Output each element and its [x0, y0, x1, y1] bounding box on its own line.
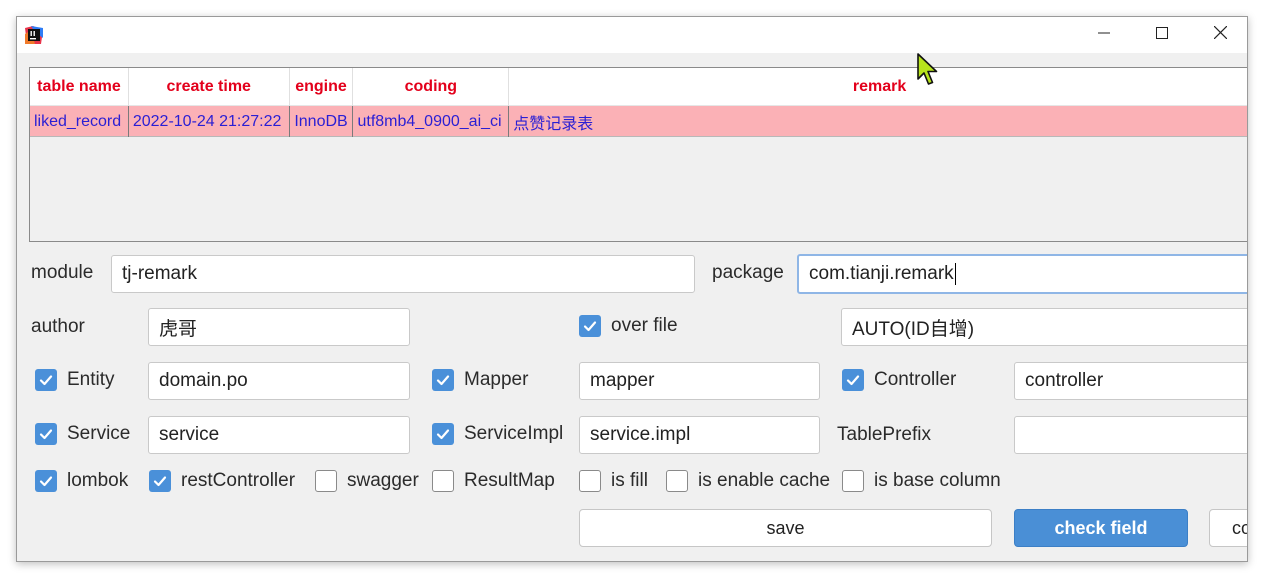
- is-enable-cache-label: is enable cache: [698, 470, 831, 491]
- checkbox-empty-icon: [315, 470, 337, 492]
- checkmark-icon: [432, 369, 454, 391]
- cell-table-name: liked_record: [30, 106, 129, 137]
- table-header: table name create time engine coding rem…: [30, 68, 1247, 106]
- code-generator-window: table name create time engine coding rem…: [16, 16, 1248, 562]
- checkbox-empty-icon: [579, 470, 601, 492]
- entity-label: Entity: [67, 369, 115, 390]
- intellij-idea-icon: [25, 26, 43, 44]
- controller-checkbox[interactable]: Controller: [842, 369, 956, 391]
- save-button[interactable]: save: [579, 509, 992, 547]
- checkmark-icon: [579, 315, 601, 337]
- maximize-button[interactable]: [1133, 17, 1191, 53]
- text-caret: [954, 263, 957, 285]
- service-package-value: service: [159, 424, 220, 445]
- result-map-label: ResultMap: [464, 470, 555, 491]
- lombok-checkbox[interactable]: lombok: [35, 470, 128, 492]
- package-input[interactable]: com.tianji.remark: [797, 254, 1247, 294]
- service-impl-package-value: service.impl: [590, 424, 691, 445]
- over-file-label: over file: [611, 315, 678, 336]
- column-header-remark[interactable]: remark: [852, 78, 907, 95]
- minimize-button[interactable]: [1075, 17, 1133, 53]
- column-header-coding[interactable]: coding: [353, 68, 510, 106]
- id-type-select[interactable]: AUTO(ID自增): [841, 308, 1247, 346]
- checkbox-empty-icon: [842, 470, 864, 492]
- controller-package-value: controller: [1025, 370, 1104, 391]
- entity-package-input[interactable]: domain.po: [148, 362, 410, 400]
- service-impl-checkbox[interactable]: ServiceImpl: [432, 423, 563, 445]
- checkmark-icon: [149, 470, 171, 492]
- maximize-icon: [1156, 26, 1168, 44]
- rest-controller-checkbox[interactable]: restController: [149, 470, 295, 492]
- module-label: module: [31, 262, 94, 283]
- author-label: author: [31, 316, 85, 337]
- mouse-pointer-icon: [917, 53, 941, 92]
- package-input-value: com.tianji.remark: [809, 263, 954, 284]
- service-checkbox[interactable]: Service: [35, 423, 130, 445]
- mapper-package-value: mapper: [590, 370, 655, 391]
- lombok-label: lombok: [67, 470, 129, 491]
- column-header-table-name[interactable]: table name: [30, 68, 129, 106]
- is-fill-label: is fill: [611, 470, 648, 491]
- code-button-partial[interactable]: co: [1209, 509, 1247, 547]
- table-row[interactable]: liked_record 2022-10-24 21:27:22 InnoDB …: [30, 106, 1247, 137]
- checkmark-icon: [842, 369, 864, 391]
- checkmark-icon: [35, 369, 57, 391]
- result-map-checkbox[interactable]: ResultMap: [432, 470, 555, 492]
- mapper-checkbox[interactable]: Mapper: [432, 369, 528, 391]
- id-type-value: AUTO(ID自增): [852, 318, 975, 340]
- cell-coding: utf8mb4_0900_ai_ci: [353, 106, 510, 137]
- module-input-value: tj-remark: [122, 263, 197, 284]
- column-header-create-time[interactable]: create time: [129, 68, 290, 106]
- over-file-checkbox[interactable]: over file: [579, 315, 678, 337]
- author-input[interactable]: 虎哥: [148, 308, 410, 346]
- swagger-label: swagger: [347, 470, 419, 491]
- controller-label: Controller: [874, 369, 957, 390]
- is-fill-checkbox[interactable]: is fill: [579, 470, 648, 492]
- cell-remark: 点赞记录表: [513, 115, 594, 133]
- close-icon: [1213, 25, 1227, 44]
- package-label: package: [712, 262, 784, 283]
- mapper-package-input[interactable]: mapper: [579, 362, 820, 400]
- is-base-column-checkbox[interactable]: is base column: [842, 470, 1001, 492]
- entity-checkbox[interactable]: Entity: [35, 369, 115, 391]
- close-button[interactable]: [1191, 17, 1247, 53]
- controller-package-input[interactable]: controller: [1014, 362, 1247, 400]
- module-input[interactable]: tj-remark: [111, 255, 695, 293]
- entity-package-value: domain.po: [159, 370, 248, 391]
- swagger-checkbox[interactable]: swagger: [315, 470, 419, 492]
- service-impl-label: ServiceImpl: [464, 423, 564, 444]
- column-header-engine[interactable]: engine: [290, 68, 354, 106]
- table-prefix-input[interactable]: [1014, 416, 1247, 454]
- title-bar[interactable]: [17, 17, 1247, 53]
- cell-create-time: 2022-10-24 21:27:22: [129, 106, 290, 137]
- rest-controller-label: restController: [181, 470, 296, 491]
- is-base-column-label: is base column: [874, 470, 1001, 491]
- is-enable-cache-checkbox[interactable]: is enable cache: [666, 470, 830, 492]
- checkmark-icon: [432, 423, 454, 445]
- checkmark-icon: [35, 470, 57, 492]
- service-package-input[interactable]: service: [148, 416, 410, 454]
- author-input-value: 虎哥: [159, 318, 198, 340]
- cell-engine: InnoDB: [290, 106, 354, 137]
- service-label: Service: [67, 423, 131, 444]
- checkbox-empty-icon: [666, 470, 688, 492]
- table-list-grid[interactable]: table name create time engine coding rem…: [29, 67, 1247, 242]
- mapper-label: Mapper: [464, 369, 529, 390]
- check-field-button[interactable]: check field: [1014, 509, 1188, 547]
- minimize-icon: [1098, 26, 1110, 44]
- service-impl-package-input[interactable]: service.impl: [579, 416, 820, 454]
- table-prefix-label: TablePrefix: [837, 424, 931, 445]
- checkmark-icon: [35, 423, 57, 445]
- checkbox-empty-icon: [432, 470, 454, 492]
